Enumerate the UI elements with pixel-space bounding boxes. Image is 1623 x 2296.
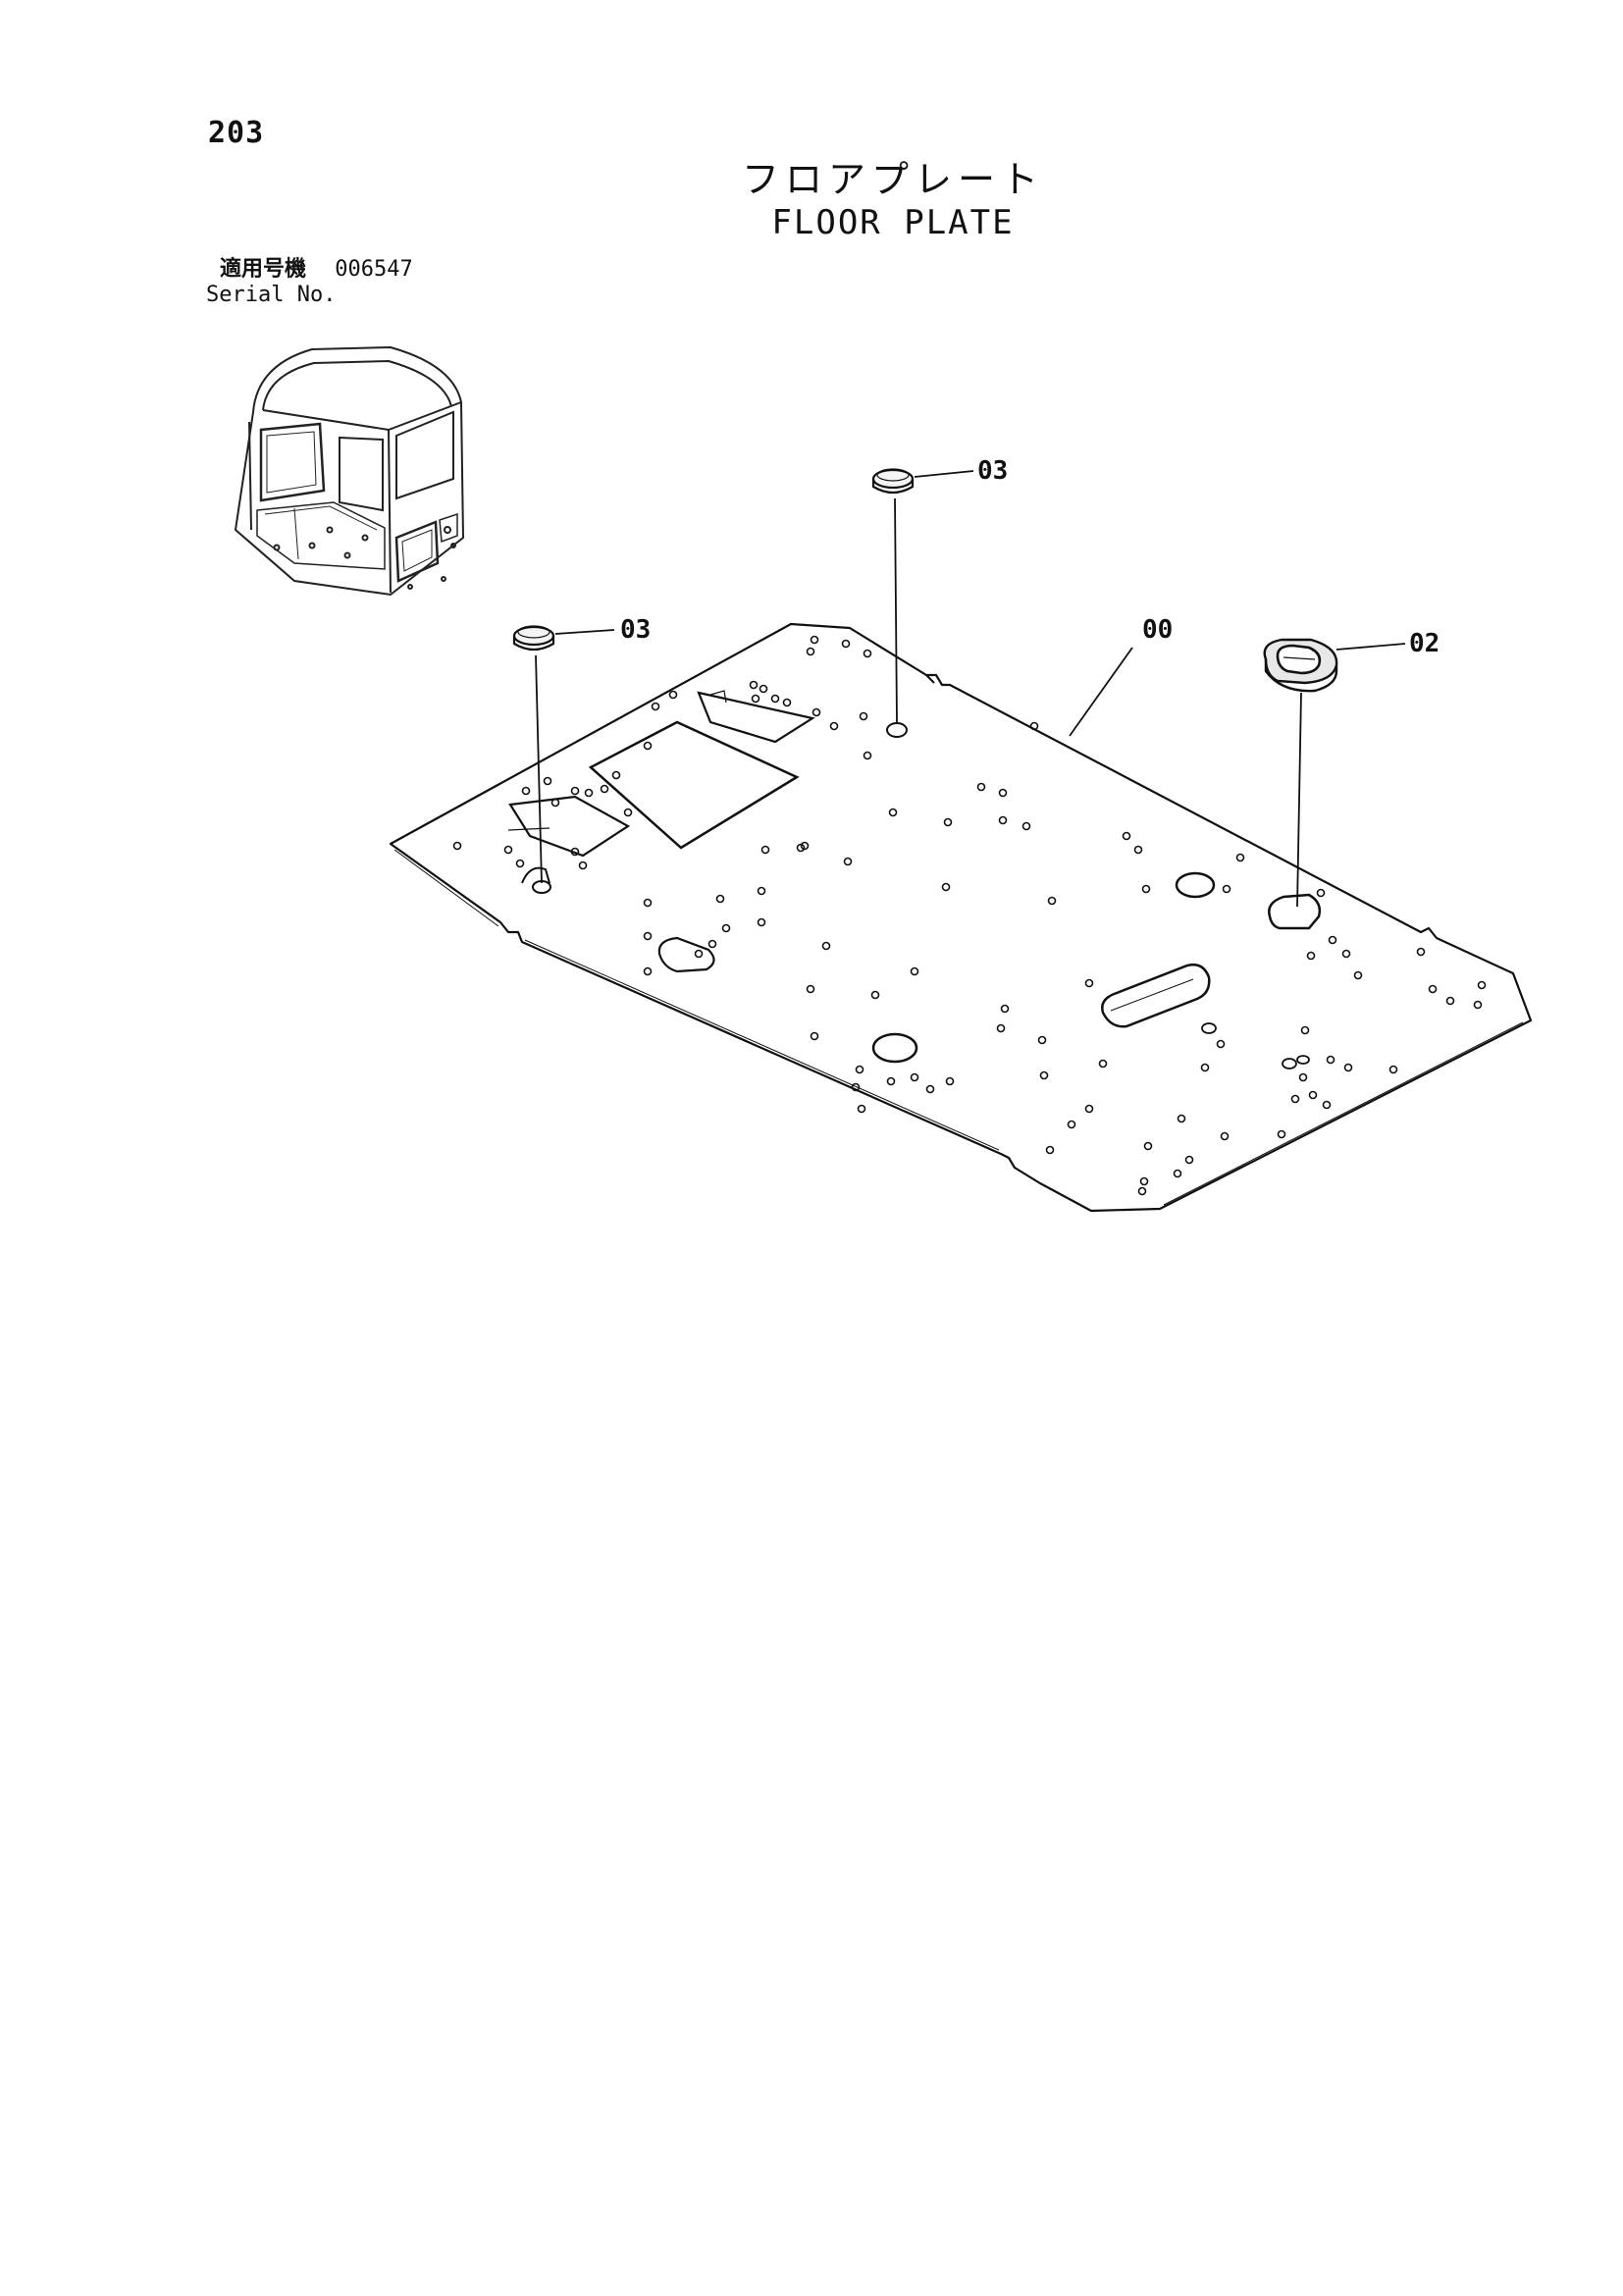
page-number: 203 (208, 116, 265, 150)
leader-grommet-to-label (1335, 643, 1406, 651)
leader-plug-top-to-hole (894, 497, 898, 723)
mounting-holes (452, 635, 1487, 1196)
title-japanese: フロアプレート (741, 158, 1044, 201)
serial-value: 006547 (335, 257, 413, 282)
leader-plug-left-to-label (554, 629, 615, 635)
grommet (1263, 638, 1338, 693)
callout-plug-top: 03 (977, 456, 1008, 486)
callout-plate: 00 (1142, 615, 1173, 645)
floor-plate-outline (389, 622, 1533, 1213)
leader-grommet-to-slot (1296, 692, 1302, 908)
title-block: フロアプレート FLOOR PLATE (589, 157, 1197, 243)
plug-top (871, 468, 915, 495)
leader-plug-left-to-hole (535, 654, 543, 884)
leader-plug-top-to-label (914, 470, 974, 478)
plug-left (512, 625, 555, 652)
serial-label-japanese: 適用号機 (220, 257, 307, 282)
floor-plate (389, 622, 1533, 1213)
serial-label-english: Serial No. (206, 283, 337, 307)
leader-plate-to-label (1069, 647, 1133, 737)
callout-plug-left: 03 (620, 615, 651, 645)
title-english: FLOOR PLATE (771, 203, 1015, 242)
large-opening (588, 720, 800, 850)
callout-grommet: 02 (1409, 629, 1440, 658)
serial-block: 適用号機 006547 Serial No. (206, 257, 413, 308)
cab-location-thumbnail (234, 345, 465, 597)
